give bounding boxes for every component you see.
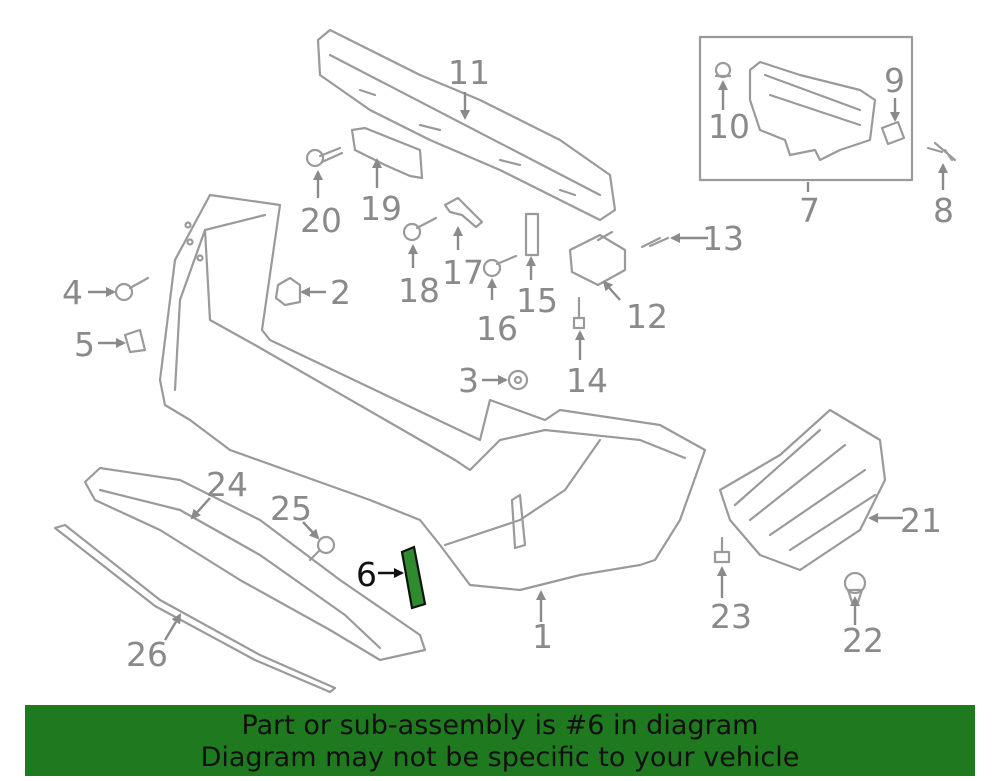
- label-14: 14: [566, 361, 608, 400]
- label-1: 1: [532, 617, 553, 656]
- label-26: 26: [126, 635, 168, 674]
- part-19-bracket: [350, 126, 424, 180]
- part-4-screw: [114, 276, 150, 302]
- label-2: 2: [330, 273, 351, 312]
- label-18: 18: [398, 271, 440, 310]
- part-26-trim-strip: [53, 523, 337, 694]
- part-22-clip: [843, 571, 867, 604]
- label-15: 15: [516, 281, 558, 320]
- part-18-screw: [402, 216, 438, 242]
- label-8: 8: [933, 191, 954, 230]
- label-25: 25: [270, 489, 312, 528]
- callout-labels: 11 9 10 7 8 20 19 13 18 17 15 16 12 14 2…: [62, 53, 954, 674]
- parts-diagram: 11 9 10 7 8 20 19 13 18 17 15 16 12 14 2…: [53, 28, 957, 694]
- label-9: 9: [884, 61, 905, 100]
- part-1-bumper-cover: [158, 193, 707, 592]
- label-10: 10: [708, 107, 750, 146]
- banner-line-2: Diagram may not be specific to your vehi…: [200, 742, 800, 773]
- part-16-screw: [482, 254, 518, 278]
- label-23: 23: [710, 597, 752, 636]
- part-14-stud: [572, 296, 586, 330]
- part-20-screw: [305, 146, 344, 168]
- label-5: 5: [74, 325, 95, 364]
- part-25-screw: [308, 535, 336, 562]
- part-21-splash-shield: [718, 408, 887, 572]
- part-23-bolt: [713, 536, 731, 564]
- part-2-clip: [274, 276, 302, 307]
- part-6-reflector-highlighted: [400, 545, 427, 610]
- notice-banner: Part or sub-assembly is #6 in diagram Di…: [25, 705, 975, 776]
- part-24-valance: [83, 466, 427, 662]
- label-17: 17: [442, 253, 484, 292]
- label-3: 3: [458, 361, 479, 400]
- banner-line-1: Part or sub-assembly is #6 in diagram: [241, 710, 759, 741]
- label-16: 16: [476, 309, 518, 348]
- label-24: 24: [206, 465, 248, 504]
- label-13: 13: [702, 219, 744, 258]
- label-12: 12: [626, 297, 668, 336]
- part-17-bracket: [443, 196, 484, 229]
- part-15-clip: [524, 212, 540, 257]
- part-13-bolt: [640, 236, 670, 249]
- part-5-clip: [123, 328, 147, 354]
- part-11-reinforcement-beam: [316, 28, 617, 222]
- label-6: 6: [356, 555, 377, 594]
- label-4: 4: [62, 273, 83, 312]
- part-12-bracket: [568, 230, 627, 287]
- label-20: 20: [300, 201, 342, 240]
- label-22: 22: [842, 621, 884, 660]
- label-21: 21: [900, 501, 942, 540]
- leader-lines: [88, 80, 948, 641]
- part-3-nut: [507, 369, 529, 391]
- label-11: 11: [448, 53, 490, 92]
- part-7-bracket-assembly: [698, 35, 914, 182]
- label-7: 7: [799, 191, 820, 230]
- part-8-bolt: [926, 141, 957, 162]
- label-19: 19: [360, 189, 402, 228]
